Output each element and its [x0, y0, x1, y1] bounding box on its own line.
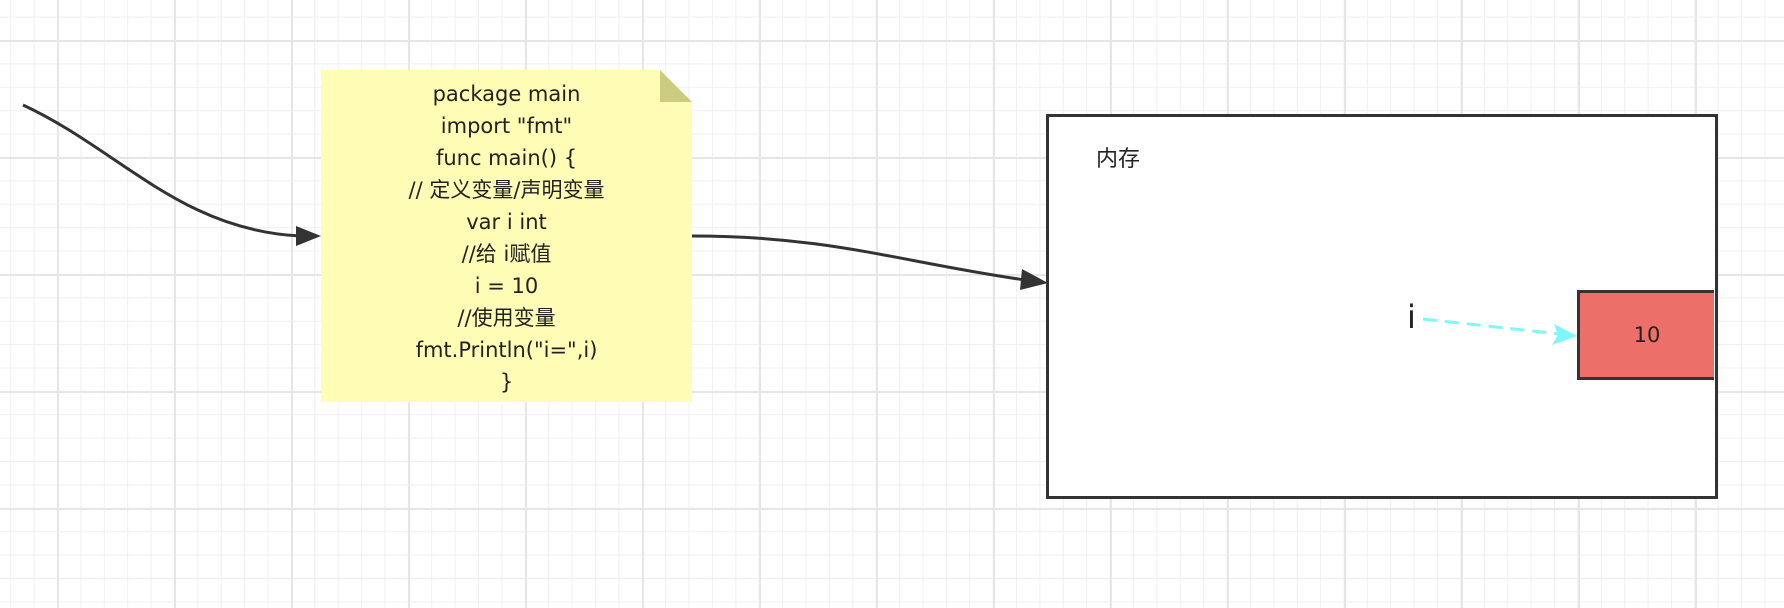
code-line: var i int — [466, 210, 547, 234]
code-line: fmt.Println("i=",i) — [415, 338, 598, 362]
incoming-arrow[interactable] — [22, 103, 301, 238]
code-line: import "fmt" — [440, 114, 573, 138]
code-text: package main import "fmt" func main() { … — [321, 78, 692, 398]
code-line: //使用变量 — [457, 306, 556, 330]
variable-name: i — [1407, 298, 1416, 336]
code-line: } — [499, 370, 514, 394]
code-line: func main() { — [435, 146, 578, 170]
arrow-head-icon — [1020, 269, 1048, 290]
arrow-head-icon — [296, 226, 321, 246]
note-to-memory-arrow[interactable] — [691, 234, 1026, 282]
pointer-arrow-head-icon — [1552, 324, 1577, 345]
code-line: i = 10 — [474, 274, 539, 298]
memory-label: 内存 — [1096, 147, 1141, 172]
code-line: // 定义变量/声明变量 — [408, 178, 605, 202]
code-line: //给 i赋值 — [461, 242, 552, 266]
cell-value: 10 — [1633, 323, 1661, 347]
pointer-dashed-arrow[interactable] — [1422, 317, 1561, 336]
code-note[interactable] — [321, 70, 692, 402]
code-line: package main — [432, 82, 581, 106]
memory-cell[interactable]: 10 — [1577, 290, 1714, 380]
